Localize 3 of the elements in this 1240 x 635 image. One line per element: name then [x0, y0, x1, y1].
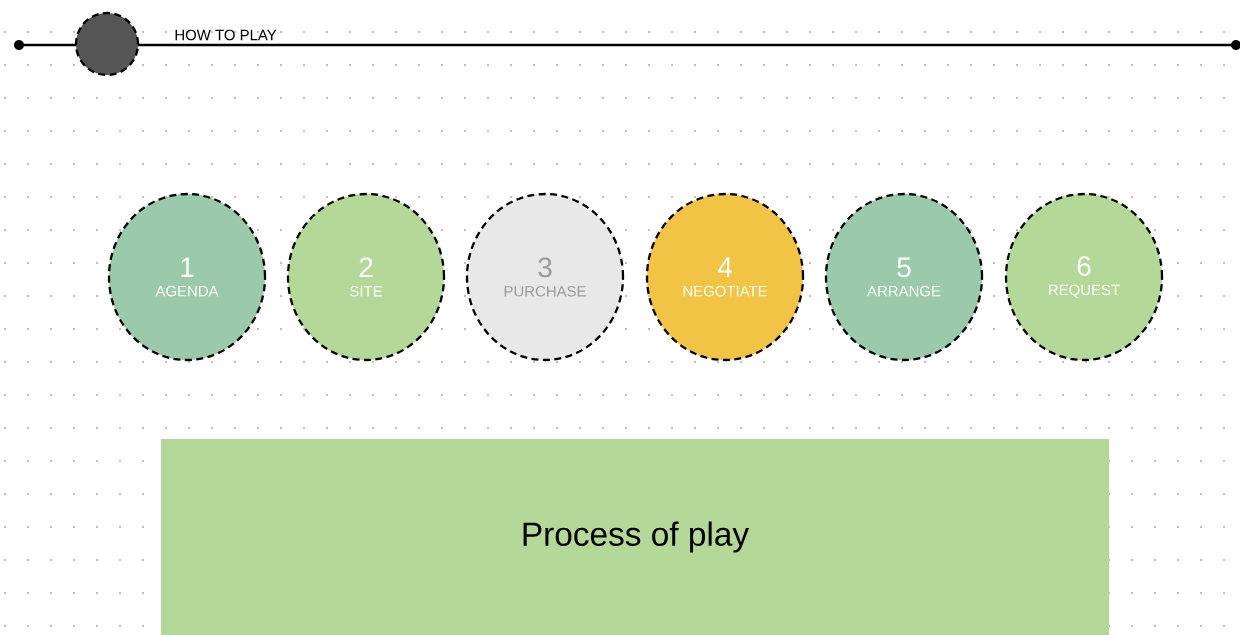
process-box: Process of play: [161, 439, 1109, 635]
heading: HOW TO PLAY: [175, 29, 277, 41]
marker-circle: [74, 11, 140, 77]
